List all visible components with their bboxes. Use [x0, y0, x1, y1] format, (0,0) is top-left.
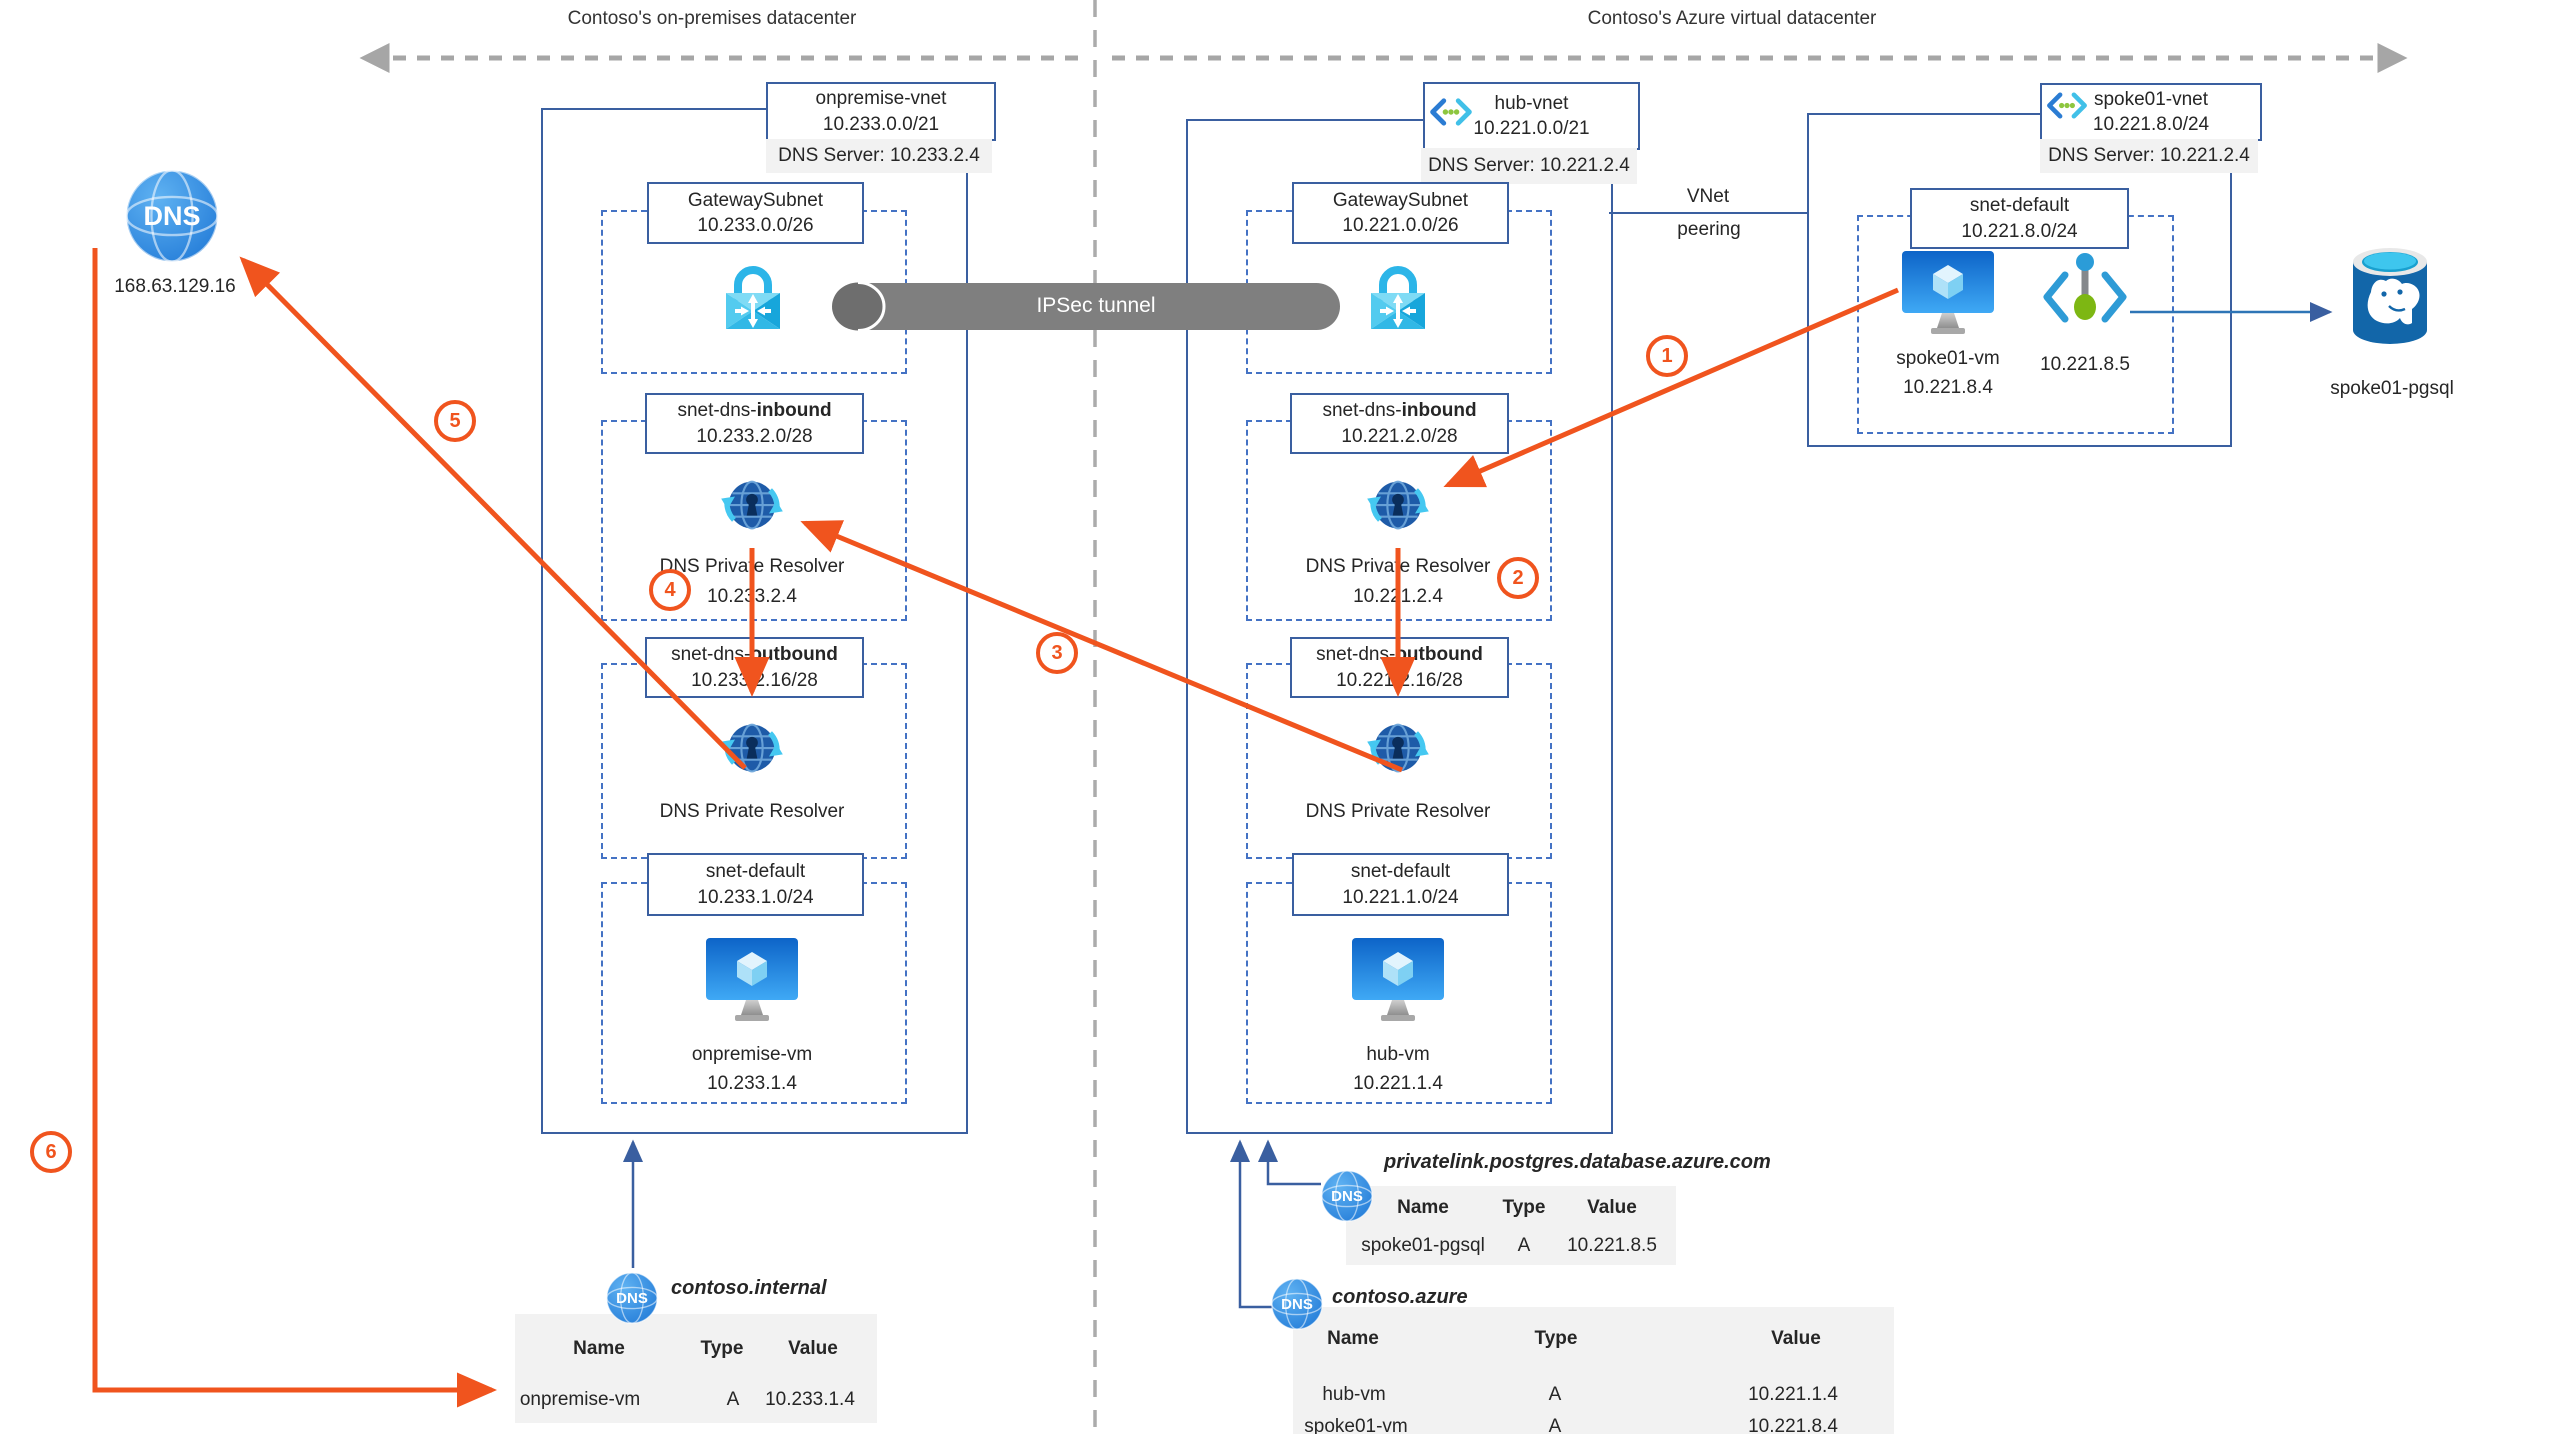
vm-icon [704, 936, 800, 1024]
spoke-dns-server-bar: DNS Server: 10.221.2.4 [2040, 139, 2258, 173]
onprem-dns-outbound-subnet-label: snet-dns-outbound 10.233.2.16/28 [645, 637, 864, 698]
onprem-gateway-subnet-label: GatewaySubnet 10.233.0.0/26 [647, 182, 864, 244]
dns-private-resolver-icon [718, 714, 786, 782]
spoke-vnet-box [1807, 113, 2232, 447]
dns-private-resolver-icon [1364, 471, 1432, 539]
dns-zone-icon: DNS [606, 1272, 658, 1324]
step-marker-2: 2 [1497, 557, 1539, 599]
onprem-dns-inbound-subnet-label: snet-dns-inbound 10.233.2.0/28 [645, 393, 864, 454]
step-marker-1: 1 [1646, 335, 1688, 377]
dns-zone-icon: DNS [1321, 1170, 1373, 1222]
hub-dns-outbound-subnet-label: snet-dns-outbound 10.221.2.16/28 [1290, 637, 1509, 698]
dns-icon-text: DNS [143, 200, 201, 231]
spoke-default-subnet-label: snet-default 10.221.8.0/24 [1910, 188, 2129, 249]
hub-default-subnet-label: snet-default 10.221.1.0/24 [1292, 853, 1509, 916]
hub-vm-label: hub-vm 10.221.1.4 [1353, 1044, 1443, 1095]
vnet-icon [2044, 90, 2090, 121]
dns-zone-table-internal: Name Type Value onpremise-vm A 10.233.1.… [515, 1314, 877, 1423]
vm-icon [1350, 936, 1446, 1024]
hub-resolver-label: DNS Private Resolver 10.221.2.4 [1305, 556, 1491, 608]
azure-dns-icon: DNS [125, 169, 219, 263]
hub-outbound-resolver-label: DNS Private Resolver [1305, 801, 1491, 822]
azure-dns-ip: 168.63.129.16 [114, 276, 236, 297]
dns-private-resolver-icon [718, 471, 786, 539]
record-value: 10.221.1.4 [1748, 1384, 1838, 1405]
hub-vnet-label: hub-vnet 10.221.0.0/21 [1423, 82, 1640, 150]
private-endpoint-icon [2039, 249, 2131, 345]
col-header: Value [788, 1338, 838, 1359]
vm-icon [1900, 249, 1996, 337]
vnet-cidr: 10.233.0.0/21 [822, 113, 940, 135]
zone-name-contoso-azure: contoso.azure [1332, 1286, 1468, 1308]
zone-name-privatelink: privatelink.postgres.database.azure.com [1384, 1151, 1771, 1173]
hub-gateway-subnet-label: GatewaySubnet 10.221.0.0/26 [1292, 182, 1509, 244]
vpn-gateway-icon [716, 263, 790, 337]
col-header: Type [700, 1338, 744, 1359]
zone-title-onprem: Contoso's on-premises datacenter [567, 8, 857, 29]
record-type: A [726, 1389, 740, 1410]
col-header: Name [573, 1338, 625, 1359]
spoke-vm-label: spoke01-vm 10.221.8.4 [1896, 348, 2000, 399]
pgsql-label: spoke01-pgsql [2330, 378, 2454, 399]
vnet-icon [1427, 96, 1475, 128]
step-marker-6: 6 [30, 1131, 72, 1173]
dns-zone-table-privatelink: Name Type Value spoke01-pgsql A 10.221.8… [1346, 1186, 1676, 1265]
zone-name-contoso-internal: contoso.internal [671, 1277, 827, 1299]
private-endpoint-ip: 10.221.8.5 [2040, 354, 2130, 375]
step-marker-4: 4 [649, 569, 691, 611]
record-type: A [1548, 1416, 1562, 1434]
onprem-dns-server-bar: DNS Server: 10.233.2.4 [766, 139, 992, 173]
vnet-peering-label: peering [1677, 219, 1741, 240]
vnet-name: onpremise-vnet [815, 88, 947, 110]
ipsec-tunnel-label: IPSec tunnel [1036, 294, 1156, 317]
record-name: spoke01-vm [1304, 1416, 1408, 1434]
step-marker-3: 3 [1036, 632, 1078, 674]
hub-dns-server-bar: DNS Server: 10.221.2.4 [1421, 148, 1637, 184]
dns-private-resolver-icon [1364, 714, 1432, 782]
dns-zone-table-azure: Name Type Value hub-vm A 10.221.1.4 spok… [1293, 1307, 1894, 1434]
hub-dns-inbound-subnet-label: snet-dns-inbound 10.221.2.0/28 [1290, 393, 1509, 454]
record-type: A [1548, 1384, 1562, 1405]
onprem-vm-label: onpremise-vm 10.233.1.4 [691, 1044, 813, 1095]
record-value: 10.221.8.4 [1748, 1416, 1838, 1434]
onprem-vnet-label: onpremise-vnet 10.233.0.0/21 [766, 82, 996, 141]
onprem-outbound-resolver-label: DNS Private Resolver [659, 801, 845, 822]
vpn-gateway-icon [1361, 263, 1435, 337]
dns-zone-icon: DNS [1271, 1278, 1323, 1330]
zone-title-azure: Contoso's Azure virtual datacenter [1587, 8, 1877, 29]
record-name: hub-vm [1322, 1384, 1386, 1405]
record-value: 10.233.1.4 [765, 1389, 855, 1410]
record-name: onpremise-vm [519, 1389, 641, 1410]
zone-link-contoso-azure [1230, 1139, 1272, 1309]
zone-link-privatelink [1258, 1139, 1321, 1186]
postgresql-icon [2345, 244, 2435, 356]
step-marker-5: 5 [434, 400, 476, 442]
vnet-peering-label: VNet [1686, 186, 1730, 207]
flow-arrow-6 [92, 248, 497, 1408]
onprem-default-subnet-label: snet-default 10.233.1.0/24 [647, 853, 864, 916]
